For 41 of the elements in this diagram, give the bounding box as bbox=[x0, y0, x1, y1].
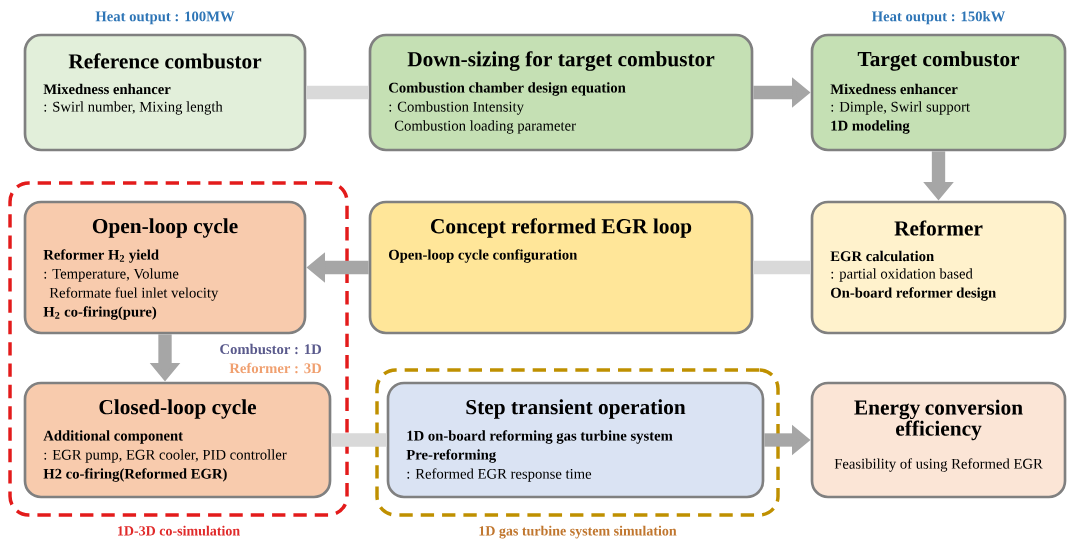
box-text: Feasibility of using Reformed EGR bbox=[834, 458, 1043, 472]
box-text: : Combustion Intensity bbox=[389, 101, 524, 115]
box-text: Mixedness enhancer bbox=[43, 83, 171, 95]
box-text: Combustion loading parameter bbox=[394, 120, 576, 134]
box-text: Mixedness enhancer bbox=[830, 83, 958, 95]
box-text: : Swirl number, Mixing length bbox=[44, 101, 223, 115]
box-text: : Reformed EGR response time bbox=[407, 468, 592, 482]
box-heading: Step transient operation bbox=[466, 399, 686, 419]
box-heading: Open-loop cycle bbox=[92, 218, 238, 238]
heat-output-label: Heat output : 100MW bbox=[95, 11, 235, 25]
group-label: 1D gas turbine system simulation bbox=[479, 525, 677, 539]
connector bbox=[306, 85, 369, 100]
box-heading: Concept reformed EGR loop bbox=[431, 218, 692, 238]
box-text: Reformate fuel inlet velocity bbox=[49, 287, 219, 301]
model-label: Reformer : 3D bbox=[229, 362, 321, 374]
connector bbox=[753, 260, 811, 275]
connector bbox=[331, 433, 387, 447]
box-heading: Closed-loop cycle bbox=[99, 399, 257, 419]
box-text: : Temperature, Volume bbox=[44, 268, 179, 282]
box-text: H2 co-firing(Reformed EGR) bbox=[43, 468, 227, 482]
box-text: On-board reformer design bbox=[831, 287, 996, 301]
box-heading: Target combustor bbox=[857, 51, 1020, 71]
box-text: Pre-reforming bbox=[406, 449, 496, 463]
box-text: Open-loop cycle configuration bbox=[389, 249, 578, 263]
box-text: EGR calculation bbox=[830, 250, 934, 262]
box-heading: Down-sizing for target combustor bbox=[407, 51, 715, 71]
box-text: Additional component bbox=[43, 430, 183, 444]
box-heading: Reference combustor bbox=[68, 53, 262, 69]
box-text: H$_{2}$ co-firing(pure) bbox=[43, 306, 157, 320]
group-label: 1D-3D co-simulation bbox=[118, 525, 240, 536]
box-text: : partial oxidation based bbox=[831, 268, 973, 282]
box-text: : EGR pump, EGR cooler, PID controller bbox=[44, 449, 287, 463]
box-heading: Energy conversion efficiency bbox=[854, 399, 1023, 441]
box-text: Combustion chamber design equation bbox=[389, 82, 626, 96]
box-text: Reformer H$_{2}$ yield bbox=[43, 249, 159, 263]
model-label: Combustor : 1D bbox=[220, 343, 321, 355]
box-heading: Reformer bbox=[894, 220, 983, 236]
box-text: 1D modeling bbox=[831, 120, 910, 134]
heat-output-label: Heat output : 150kW bbox=[871, 11, 1006, 25]
box-text: 1D on-board reforming gas turbine system bbox=[407, 430, 673, 444]
box-text: : Dimple, Swirl support bbox=[831, 101, 970, 115]
